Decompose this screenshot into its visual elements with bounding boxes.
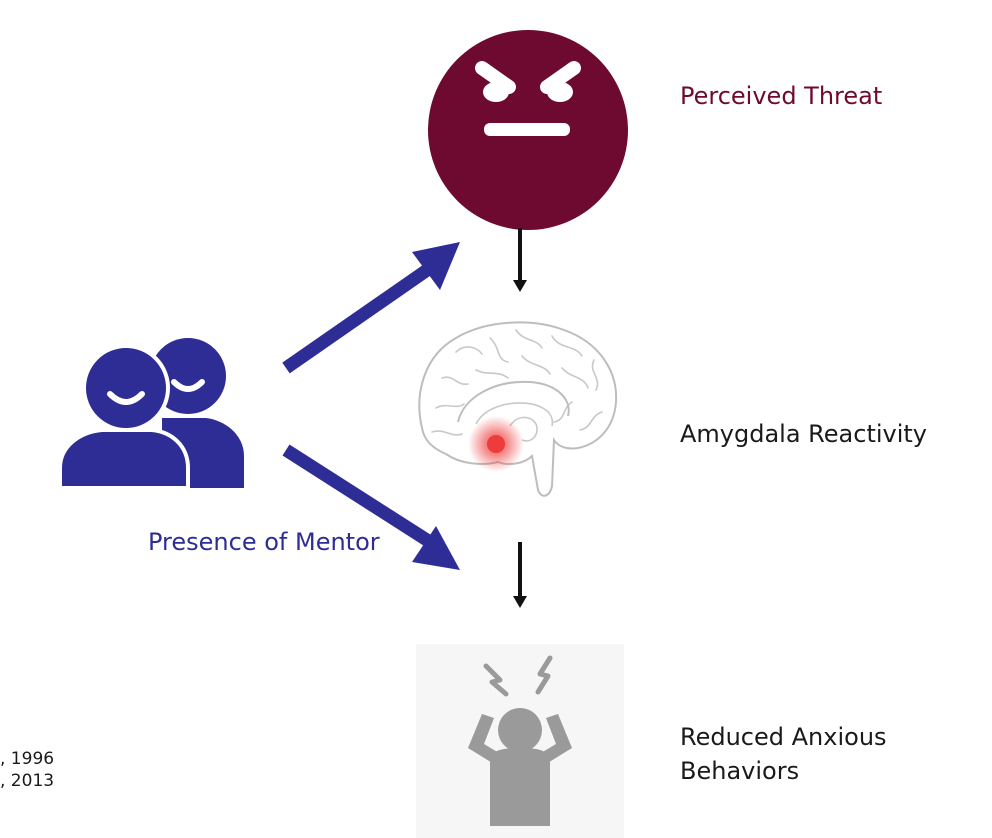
perceived-threat-label: Perceived Threat (680, 82, 883, 110)
two-people-icon (58, 338, 244, 488)
angry-face-icon (428, 30, 628, 230)
arrow-threat-to-amygdala (513, 228, 527, 292)
reduced-anxious-behaviors-label: Reduced Anxious Behaviors (680, 720, 887, 788)
anxious-label-line2: Behaviors (680, 757, 800, 785)
anxious-label-line1: Reduced Anxious (680, 723, 887, 751)
stressed-person-icon (416, 644, 624, 838)
citations: , 1996 , 2013 (0, 748, 54, 792)
citation-2: , 2013 (0, 771, 55, 791)
presence-of-mentor-label: Presence of Mentor (148, 528, 380, 556)
arrow-amygdala-to-anxious (513, 542, 527, 608)
arrow-mentor-to-anxious (282, 444, 460, 570)
amygdala-reactivity-label: Amygdala Reactivity (680, 420, 928, 448)
brain-sagittal-icon (418, 321, 618, 497)
citation-1: , 1996 (0, 749, 55, 769)
arrow-mentor-to-threat (282, 242, 460, 374)
